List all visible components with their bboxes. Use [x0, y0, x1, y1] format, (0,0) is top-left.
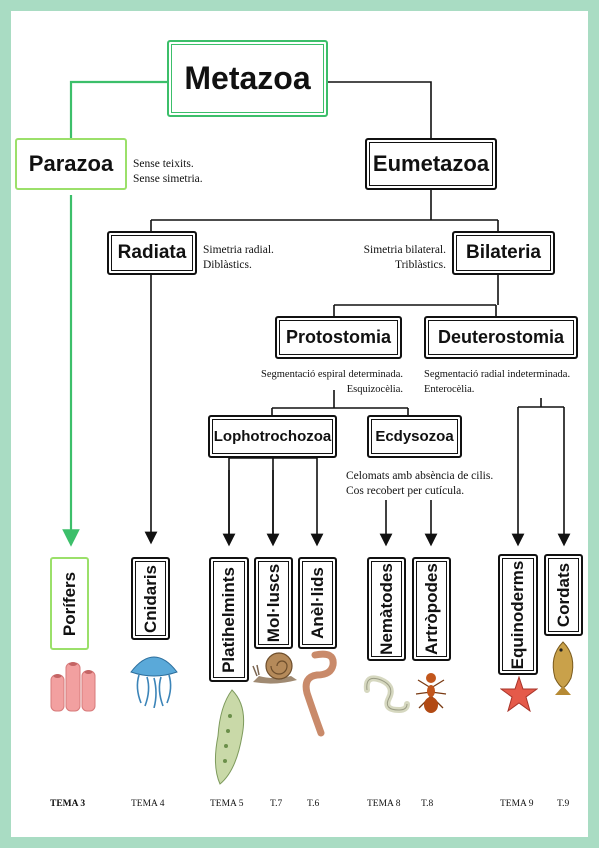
node-lophotrochozoa: Lophotrochozoa — [208, 415, 337, 458]
tema-equinoderms: TEMA 9 — [500, 799, 534, 809]
earthworm-icon — [302, 650, 337, 737]
note-line: Cos recobert per cutícula. — [346, 485, 465, 497]
line-metazoa-eumetazoa — [328, 81, 432, 138]
snail-icon — [252, 652, 297, 684]
starfish-icon — [500, 676, 538, 712]
note-line: Simetria bilateral. — [363, 244, 446, 256]
tema-platihelmints: TEMA 5 — [210, 799, 244, 809]
node-bilateria: Bilateria — [452, 231, 555, 275]
node-ecdysozoa: Ecdysozoa — [367, 415, 462, 458]
sponge-icon — [50, 662, 96, 712]
phylum-platihelmints: Platihelmints — [209, 557, 249, 682]
tema-cordats: T.9 — [557, 799, 570, 809]
fish-icon — [552, 641, 574, 695]
note-parazoa: Sense teixits. Sense simetria. — [133, 157, 203, 187]
note-line: Sense simetria. — [133, 173, 203, 185]
note-bilateria: Simetria bilateral. Triblàstics. — [364, 243, 446, 273]
node-protostomia: Protostomia — [275, 316, 402, 359]
phylum-nematodes: Nemàtodes — [367, 557, 406, 661]
phylum-label: Platihelmints — [219, 566, 238, 673]
line-eumetazoa-split — [150, 190, 499, 231]
line-protostomia-split — [271, 390, 409, 415]
phylum-label: Anèl·lids — [307, 567, 327, 639]
note-line: Sense teixits. — [133, 158, 194, 170]
note-radiata: Simetria radial. Diblàstics. — [203, 243, 274, 273]
tema-cnidaris: TEMA 4 — [131, 799, 165, 809]
line-bilateria-split — [333, 275, 499, 316]
node-eumetazoa: Eumetazoa — [365, 138, 497, 190]
note-line: Celomats amb absència de cilis. — [346, 470, 494, 482]
phylum-anelids: Anèl·lids — [298, 557, 337, 649]
phylum-label: Cnidaris — [140, 564, 160, 633]
nematode-icon — [363, 675, 410, 714]
note-line: Esquizocèlia. — [346, 384, 403, 395]
tema-molluscs: T.7 — [270, 799, 283, 809]
note-line: Segmentació espiral determinada. — [261, 369, 403, 380]
note-protostomia: Segmentació espiral determinada. Esquizo… — [261, 367, 403, 397]
tema-nematodes: TEMA 8 — [367, 799, 401, 809]
tema-porifers: TEMA 3 — [50, 799, 86, 809]
phylum-equinoderms: Equinoderms — [498, 554, 538, 675]
note-line: Segmentació radial indeterminada. — [424, 369, 571, 380]
phylum-cordats: Cordats — [544, 554, 583, 636]
phylum-cnidaris: Cnidaris — [131, 557, 170, 640]
note-ecdysozoa: Celomats amb absència de cilis. Cos reco… — [346, 469, 493, 499]
phylum-label: Nemàtodes — [376, 563, 396, 655]
node-parazoa: Parazoa — [15, 138, 127, 190]
node-deuterostomia: Deuterostomia — [424, 316, 578, 359]
jellyfish-icon — [130, 656, 178, 708]
note-line: Triblàstics. — [394, 259, 446, 271]
tema-artropodes: T.8 — [421, 799, 434, 809]
note-line: Simetria radial. — [203, 244, 274, 256]
phylum-label: Cordats — [553, 562, 573, 628]
phylum-artropodes: Artròpodes — [412, 557, 451, 661]
note-deuterostomia: Segmentació radial indeterminada. Entero… — [424, 367, 570, 397]
tema-anelids: T.6 — [307, 799, 320, 809]
phylum-label: Equinoderms — [508, 560, 527, 669]
phylum-molluscs: Mol·luscs — [254, 557, 293, 649]
phylum-label: Mol·luscs — [263, 563, 283, 643]
phylum-label: Artròpodes — [421, 563, 441, 655]
flatworm-icon — [214, 689, 245, 785]
phylum-label: Porífers — [59, 571, 79, 636]
ant-icon — [415, 673, 447, 713]
phylum-porifers: Porífers — [50, 557, 89, 650]
note-line: Enterocèlia. — [424, 384, 475, 395]
line-deutero-split — [518, 398, 564, 540]
node-radiata: Radiata — [107, 231, 197, 275]
line-metazoa-parazoa — [69, 80, 167, 138]
node-metazoa: Metazoa — [167, 40, 328, 117]
note-line: Diblàstics. — [203, 259, 252, 271]
